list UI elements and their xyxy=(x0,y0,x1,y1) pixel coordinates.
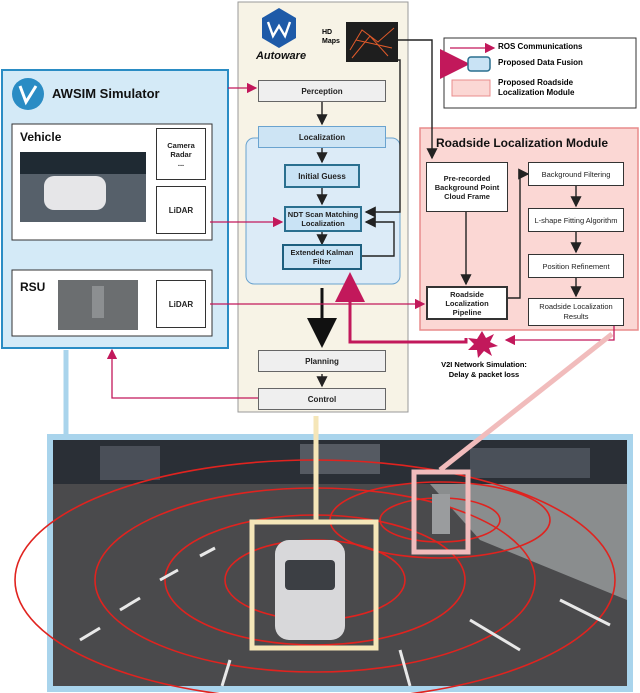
autoware-logo-text: Autoware xyxy=(255,50,307,62)
legend-ros: ROS Communications xyxy=(498,42,583,51)
roadside-pipeline-block: Roadside Localization Pipeline xyxy=(426,286,508,320)
legend-module-swatch xyxy=(451,79,491,97)
rsu-photo-pole xyxy=(92,286,104,318)
perception-block: Perception xyxy=(258,80,386,102)
vehicle-photo-car xyxy=(44,176,106,210)
hd-maps-lines xyxy=(349,27,395,59)
hd-maps-label: HD Maps xyxy=(322,29,340,45)
roadside-title: Roadside Localization Module xyxy=(436,136,609,150)
rsu-lidar-sensor: LiDAR xyxy=(156,280,206,328)
legend-fusion-swatch xyxy=(467,56,491,72)
initial-guess-block: Initial Guess xyxy=(284,164,360,188)
awsim-title: AWSIM Simulator xyxy=(52,86,160,101)
ndt-block: NDT Scan Matching Localization xyxy=(284,206,362,232)
lshape-block: L-shape Fitting Algorithm xyxy=(528,208,624,232)
localization-block: Localization xyxy=(258,126,386,148)
vehicle-label: Vehicle xyxy=(20,130,62,144)
v2i-label: V2I Network Simulation: Delay & packet l… xyxy=(441,360,527,379)
scene-rsu-pole xyxy=(432,494,450,534)
car-highlight-box xyxy=(249,519,379,651)
scene-building xyxy=(470,448,590,478)
roadside-results-block: Roadside Localization Results xyxy=(528,298,624,326)
legend-fusion: Proposed Data Fusion xyxy=(498,58,583,67)
lane-markings xyxy=(79,546,611,687)
autoware-logo-mark xyxy=(266,21,292,39)
awsim-logo xyxy=(12,78,44,110)
rsu-highlight-box xyxy=(411,469,471,555)
vehicle-lidar-sensor: LiDAR xyxy=(156,186,206,234)
scene-rsu-connector xyxy=(438,332,614,472)
planning-block: Planning xyxy=(258,350,386,372)
camera-radar-sensor: Camera Radar ... xyxy=(156,128,206,180)
v2i-starburst xyxy=(468,331,498,358)
vehicle-photo-sky xyxy=(20,152,146,174)
bg-filtering-block: Background Filtering xyxy=(528,162,624,186)
rsu-label: RSU xyxy=(20,280,46,294)
scene-car-window xyxy=(285,560,335,590)
ekf-block: Extended Kalman Filter xyxy=(282,244,362,270)
legend-module: Proposed Roadside Localization Module xyxy=(498,78,575,97)
prerecorded-block: Pre-recorded Background Point Cloud Fram… xyxy=(426,162,508,212)
scene-building xyxy=(300,444,380,474)
position-refinement-block: Position Refinement xyxy=(528,254,624,278)
scene-building xyxy=(100,446,160,480)
control-block: Control xyxy=(258,388,386,410)
